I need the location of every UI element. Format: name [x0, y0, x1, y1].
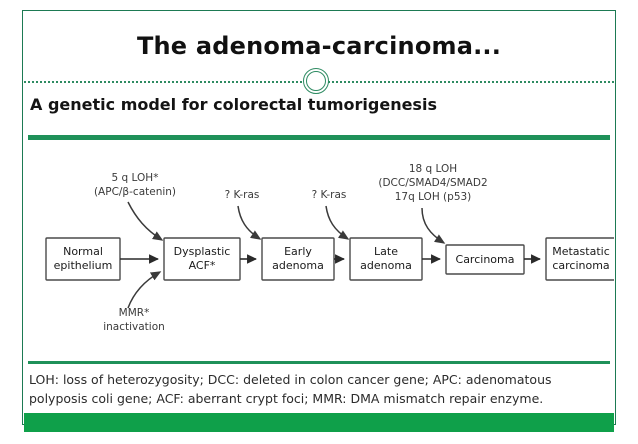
node-dysplastic-acf-line2: ACF*	[189, 259, 216, 272]
node-metastatic-carcinoma-line2: carcinoma	[552, 259, 609, 272]
caption-accent-rule	[28, 361, 610, 364]
abbreviations-caption: LOH: loss of heterozygosity; DCC: delete…	[29, 372, 552, 406]
node-normal-epithelium-line1: Normal	[63, 245, 103, 258]
footer-accent-bar	[24, 413, 614, 432]
annotation-arrow-kras-1	[237, 205, 262, 240]
node-carcinoma-line1: Carcinoma	[456, 253, 515, 266]
annotation-kras-1-line1: ? K-ras	[225, 189, 260, 201]
circle-decoration-icon	[303, 68, 329, 94]
annotation-arrow-dcc	[421, 207, 446, 244]
node-carcinoma[interactable]: Carcinoma	[445, 244, 525, 275]
subtitle-accent-rule	[28, 135, 610, 140]
section-subtitle: A genetic model for colorectal tumorigen…	[30, 95, 437, 114]
node-normal-epithelium[interactable]: Normal epithelium	[45, 237, 121, 281]
annotation-apc-line2: (APC/β-catenin)	[94, 186, 176, 198]
node-early-adenoma-line2: adenoma	[272, 259, 324, 272]
annotation-mmr-line1: MMR*	[119, 307, 150, 319]
node-dysplastic-acf[interactable]: Dysplastic ACF*	[163, 237, 241, 281]
annotation-kras-1: ? K-ras	[225, 189, 260, 201]
node-metastatic-carcinoma-line1: Metastatic	[552, 245, 610, 258]
annotation-dcc-line3: 17q LOH (p53)	[395, 191, 472, 203]
node-early-adenoma-line1: Early	[284, 245, 312, 258]
annotation-arrow-mmr	[127, 271, 162, 309]
annotation-apc: 5 q LOH* (APC/β-catenin)	[94, 172, 176, 198]
node-late-adenoma-line1: Late	[374, 245, 398, 258]
node-late-adenoma[interactable]: Late adenoma	[349, 237, 423, 281]
node-dysplastic-acf-line1: Dysplastic	[174, 245, 231, 258]
annotation-arrow-apc	[127, 201, 164, 241]
node-metastatic-carcinoma-box[interactable]	[545, 237, 614, 281]
annotation-apc-line1: 5 q LOH*	[112, 172, 159, 184]
node-metastatic-carcinoma[interactable]: Metastatic carcinoma	[545, 237, 614, 281]
node-late-adenoma-line2: adenoma	[360, 259, 412, 272]
title-band: The adenoma-carcinoma...	[22, 10, 616, 82]
annotation-kras-2-line1: ? K-ras	[312, 189, 347, 201]
annotation-kras-2: ? K-ras	[312, 189, 347, 201]
genetic-model-diagram: 5 q LOH* (APC/β-catenin) ? K-ras ? K-ras…	[24, 150, 614, 355]
annotation-dcc-line2: (DCC/SMAD4/SMAD2	[378, 177, 487, 189]
annotation-mmr-line2: inactivation	[103, 321, 165, 333]
annotation-dcc-line1: 18 q LOH	[409, 163, 457, 175]
annotation-dcc: 18 q LOH (DCC/SMAD4/SMAD2 17q LOH (p53)	[378, 163, 487, 203]
page-title: The adenoma-carcinoma...	[136, 32, 502, 60]
node-early-adenoma[interactable]: Early adenoma	[261, 237, 335, 281]
annotation-mmr: MMR* inactivation	[103, 307, 165, 333]
node-normal-epithelium-line2: epithelium	[54, 259, 113, 272]
annotation-arrow-kras-2	[325, 205, 350, 240]
